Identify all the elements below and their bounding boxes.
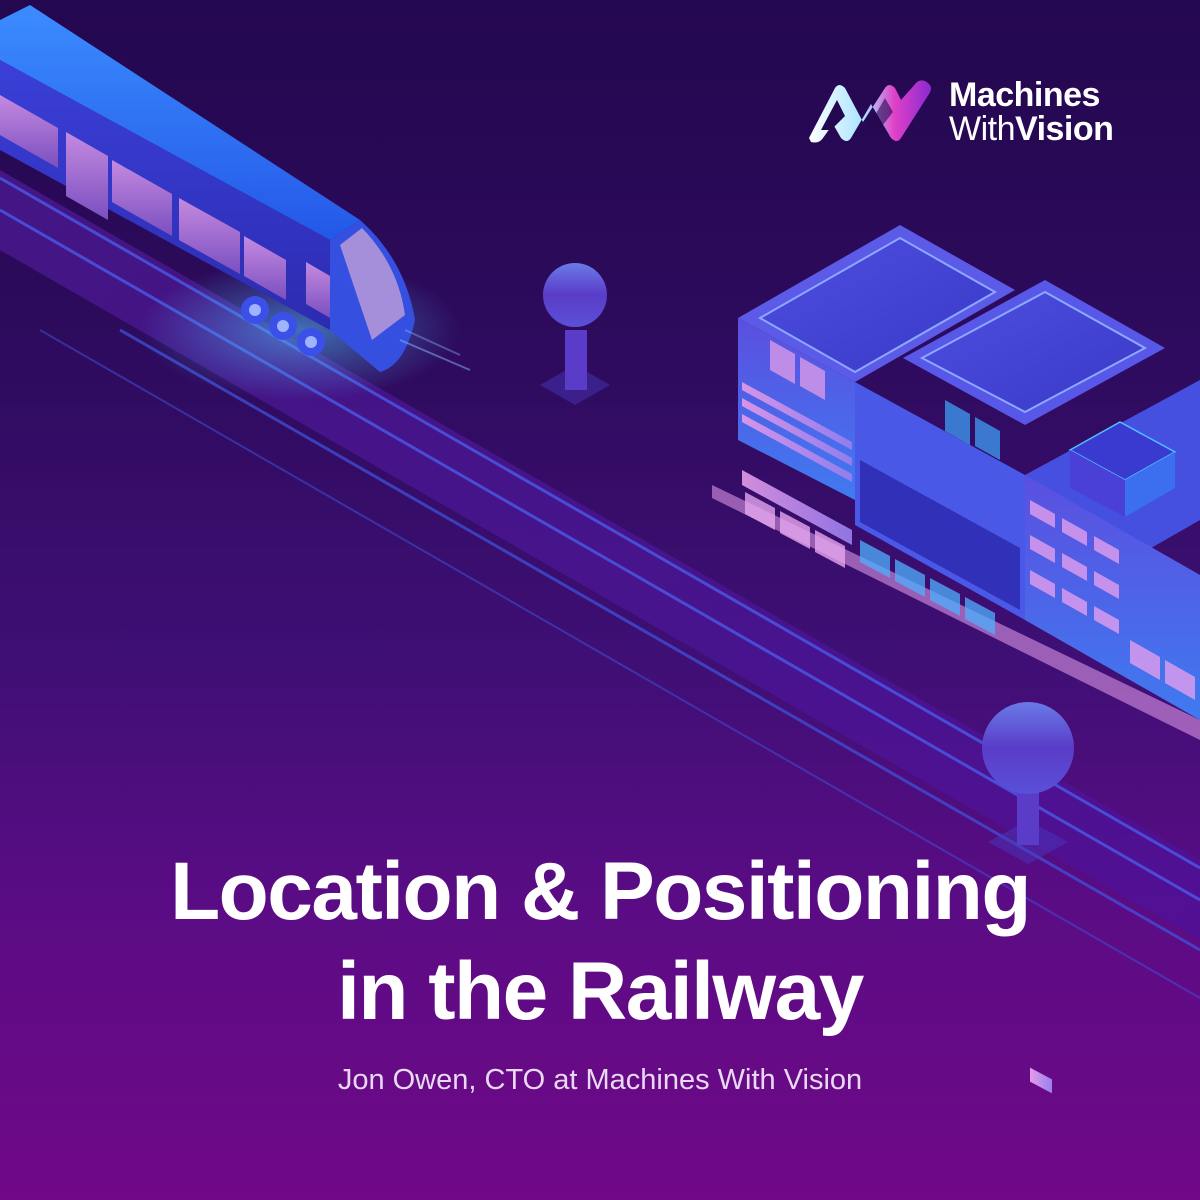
- isometric-train: [0, 5, 471, 400]
- signal-post: [540, 263, 610, 405]
- mwv-logo-icon: [809, 80, 931, 143]
- brand-logo: Machines WithVision: [805, 76, 1114, 148]
- train-wheels: [241, 296, 325, 356]
- signal-post: [982, 702, 1074, 864]
- headline: Location & Positioning in the Railway: [0, 842, 1200, 1042]
- brand-name-line2: WithVision: [949, 110, 1114, 148]
- author-byline: Jon Owen, CTO at Machines With Vision: [337, 1064, 863, 1096]
- brand-wordmark: Machines WithVision: [949, 76, 1114, 148]
- brand-name-with: With: [949, 110, 1016, 148]
- isometric-building: [712, 225, 1200, 1094]
- brand-name-vision: Vision: [1015, 110, 1114, 148]
- headline-line2: in the Railway: [337, 946, 864, 1037]
- brand-name-line1: Machines: [949, 76, 1100, 114]
- headline-line1: Location & Positioning: [170, 846, 1031, 937]
